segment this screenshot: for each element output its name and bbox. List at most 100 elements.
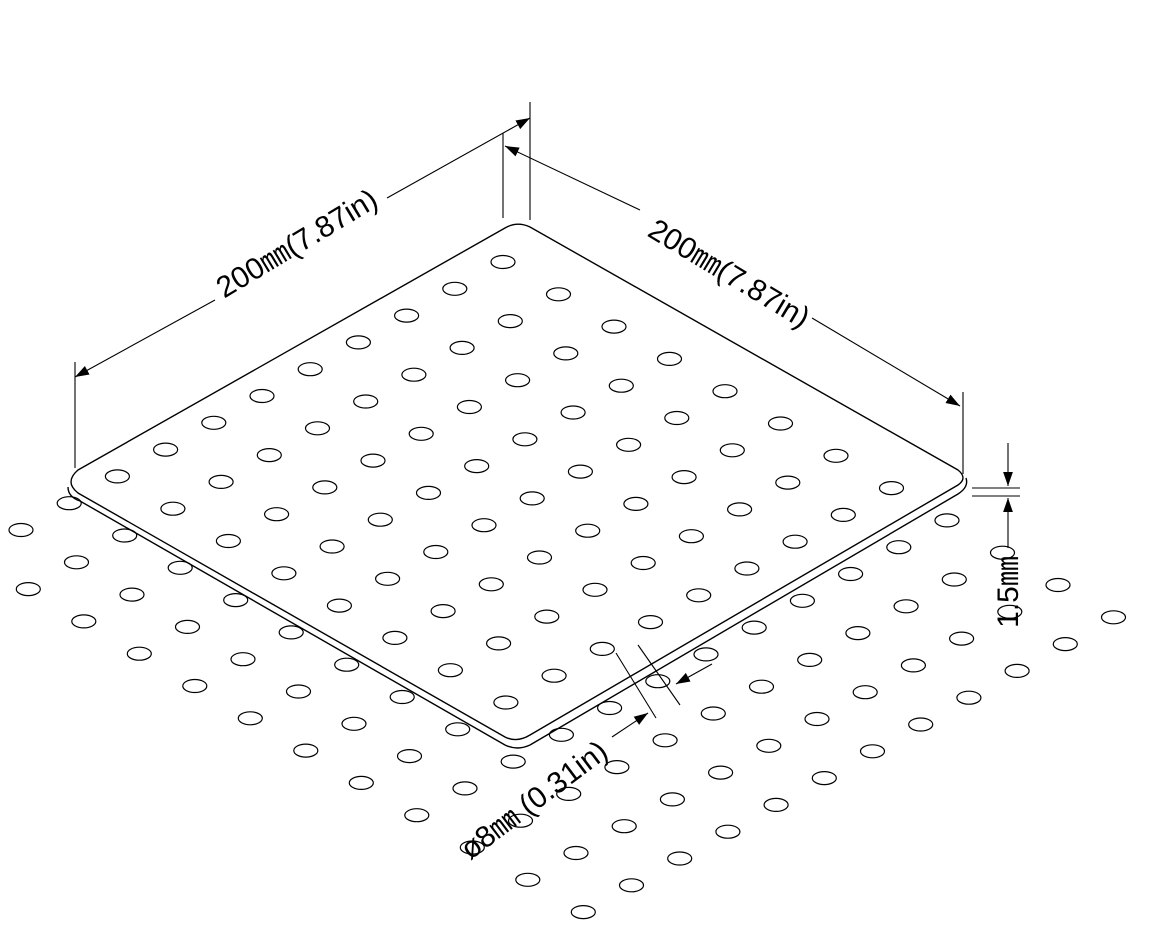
hole [360,453,386,468]
plate [67,223,968,749]
dim-right-edge-label: 200㎜(7.87in) [642,213,815,335]
hole [618,878,645,893]
hole [293,743,319,758]
hole [297,362,323,377]
dim-line-hole-b [611,712,649,738]
hole [804,711,830,727]
hole [104,469,131,484]
hole [507,813,534,828]
hole [497,314,523,329]
hole [459,840,485,855]
dim-line-hole-a [675,663,713,685]
hole [830,507,856,523]
dim-hole-diameter-label: ø8㎜ (0.31in) [454,735,614,867]
hole [693,647,719,662]
hole [656,351,683,366]
hole [464,459,490,474]
hole [519,491,545,506]
hole [341,716,367,731]
hole [490,254,516,270]
hole [367,512,393,527]
hole [908,717,934,732]
hole [756,738,782,753]
hole [596,700,623,716]
hole [449,340,475,355]
hole [264,507,290,522]
hole [456,399,482,415]
hole [637,614,664,630]
hole [567,464,594,479]
hole [312,480,338,495]
hole [182,678,208,694]
hole [767,416,794,431]
hole [500,754,526,769]
dim-left-edge-label: 200㎜(7.87in) [211,183,384,305]
hole [811,770,837,786]
hole [278,625,304,640]
hole [659,792,686,807]
hole [948,631,975,646]
hole [430,603,456,619]
extension-line-hole-b [637,644,681,706]
plate-thickness-left [67,486,531,749]
hole [230,652,256,667]
hole [611,819,637,834]
hole [775,475,801,490]
hole [71,614,97,629]
extension-line-hole-a [615,652,657,719]
hole [608,378,634,393]
hole [160,501,186,516]
hole [712,384,738,399]
hole [353,394,379,409]
hole [900,658,927,673]
hole [471,518,497,533]
hole [389,689,415,705]
hole [415,485,442,500]
hole [707,765,734,780]
hole [763,797,789,813]
hole [223,592,249,608]
hole [989,545,1016,560]
hole [249,388,275,404]
plate-top-face [70,223,964,741]
hole [553,346,579,361]
hole [215,533,241,549]
hole [452,781,478,796]
hole [1004,663,1030,679]
hole [478,577,504,592]
hole [375,571,401,586]
hole [63,555,90,570]
dim-line-left-b [386,117,531,199]
dim-line-right-b [811,317,961,407]
hole [797,652,823,668]
hole [886,540,912,555]
hole [748,679,775,694]
hole [671,470,697,485]
hole [601,319,627,334]
hole [545,287,572,302]
hole [667,851,693,866]
hole [394,308,420,323]
hole [526,550,553,565]
hole [852,685,878,700]
dim-hole-diameter [611,644,713,738]
hole [126,646,152,661]
hole [408,426,434,441]
hole [570,904,596,920]
hole [271,566,297,581]
hole [208,474,234,489]
dim-left-edge [74,117,531,468]
hole [304,421,331,436]
hole [15,581,41,597]
hole [348,775,374,791]
hole [112,528,138,543]
hole [445,722,471,737]
hole [256,448,282,463]
hole [741,620,767,635]
hole [404,808,430,823]
hole [493,695,519,710]
hole [326,598,352,613]
hole [604,759,630,775]
dim-right-edge [504,102,964,474]
